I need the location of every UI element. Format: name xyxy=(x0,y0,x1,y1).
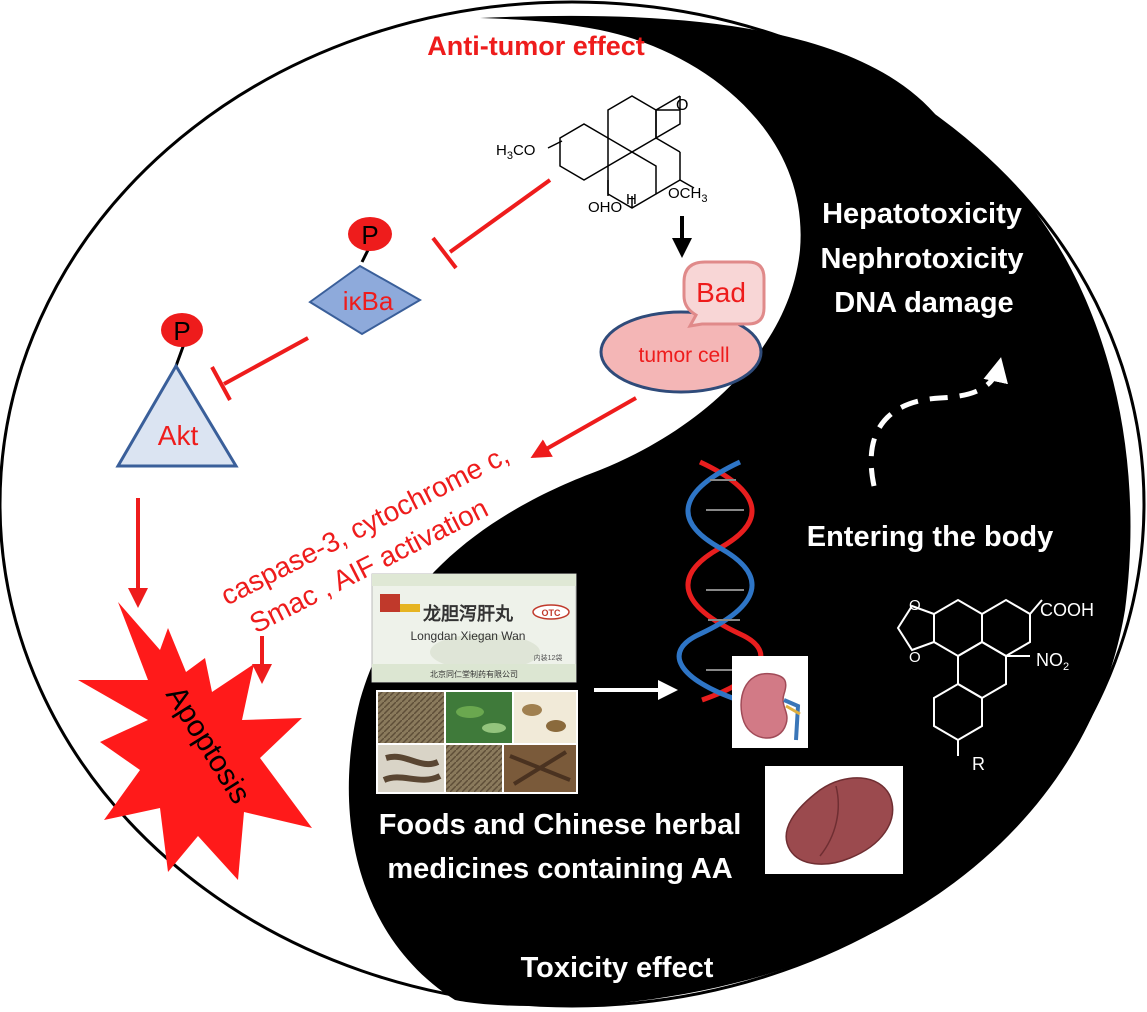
package-count: 内装12袋 xyxy=(534,653,563,662)
molecule-aa xyxy=(896,598,1043,756)
entering-label: Entering the body xyxy=(807,521,1054,553)
mol-aa-r: R xyxy=(972,754,985,774)
mol-aa-o-bottom: O xyxy=(909,649,921,666)
mol-h: H xyxy=(626,191,637,208)
anti-tumor-title: Anti-tumor effect xyxy=(427,31,645,61)
mol-methoxy-left: H3CO xyxy=(496,142,535,162)
mol-o-top: O xyxy=(676,97,688,114)
mol-aa-cooh: COOH xyxy=(1040,600,1094,620)
mol-och3: OCH3 xyxy=(668,185,707,205)
tumor-label: tumor cell xyxy=(638,344,729,367)
bad-badge xyxy=(682,260,766,328)
ikba-node xyxy=(308,217,423,336)
akt-node xyxy=(115,313,239,468)
foods-line-2: medicines containing AA xyxy=(387,853,732,885)
mol-aa-no2: NO2 xyxy=(1036,650,1069,673)
inhibition-molecule-ikba xyxy=(431,178,552,270)
liver-image xyxy=(765,766,903,874)
akt-label: Akt xyxy=(158,420,199,451)
toxicity-dna: DNA damage xyxy=(834,287,1013,319)
mol-aa-o-top: O xyxy=(909,597,921,614)
package-badge: OTC xyxy=(542,608,561,618)
toxicity-nephro: Nephrotoxicity xyxy=(820,243,1023,275)
package-maker: 北京同仁堂制药有限公司 xyxy=(430,669,518,679)
phospho-badge-akt xyxy=(161,313,203,347)
dashed-arrow-entering xyxy=(868,357,1008,487)
package-name-cn: 龙胆泻肝丸 xyxy=(423,603,514,624)
apoptosis-burst xyxy=(78,602,312,880)
mol-ohoh: OHO xyxy=(588,199,622,216)
molecule-top xyxy=(547,95,695,209)
phospho-label-ikba: P xyxy=(361,220,378,250)
package-name-en: Longdan Xiegan Wan xyxy=(411,629,526,643)
foods-line-1: Foods and Chinese herbal xyxy=(379,809,742,841)
medicine-package xyxy=(371,573,577,683)
toxicity-hepato: Hepatotoxicity xyxy=(822,198,1022,230)
ikba-label: iκBa xyxy=(343,286,394,316)
arrow-tumor-activation xyxy=(530,396,637,458)
kidney-image xyxy=(732,656,808,748)
tumor-cell xyxy=(599,310,763,394)
bad-label: Bad xyxy=(696,277,746,308)
phospho-badge-ikba xyxy=(348,217,392,251)
phospho-label-akt: P xyxy=(173,316,190,346)
herb-photos xyxy=(376,690,578,794)
toxicity-title: Toxicity effect xyxy=(521,952,714,984)
inhibition-ikba-akt xyxy=(210,336,309,401)
